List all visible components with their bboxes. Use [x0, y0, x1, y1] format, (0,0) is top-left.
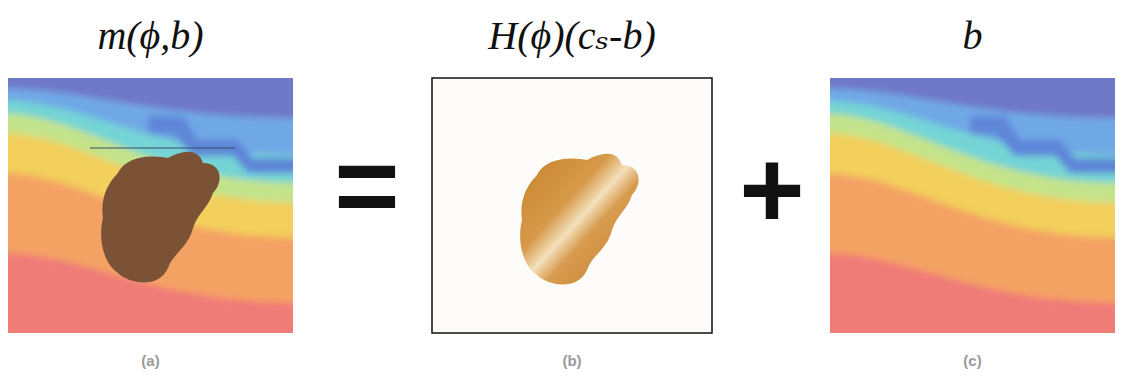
panel-label: (c) [830, 352, 1115, 370]
panel-formula: m(ϕ,b) [97, 14, 203, 58]
panel: m(ϕ,b) (a) [8, 0, 293, 384]
background-model [820, 68, 1125, 343]
panel-label: (a) [8, 352, 293, 370]
operator-sign: + [739, 134, 804, 246]
panel-label: (b) [432, 352, 712, 370]
panel-formula: b [963, 14, 983, 58]
panel-formula: H(ϕ)(cₛ-b) [488, 14, 655, 58]
model-with-salt [0, 68, 303, 343]
salt-update [432, 78, 712, 333]
panel: H(ϕ)(cₛ-b) (b) [432, 0, 712, 384]
panel: b (c) [830, 0, 1115, 384]
operator-sign: = [334, 130, 399, 242]
